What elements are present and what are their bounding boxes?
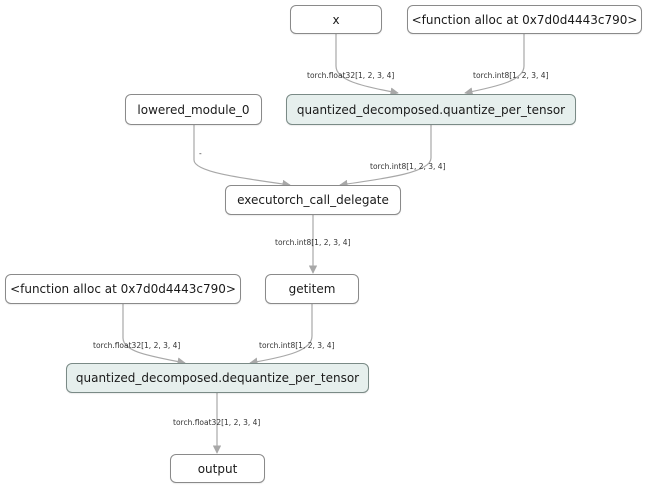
edge-alloc-to-quantize — [464, 34, 525, 96]
edge-quantize-to-delegate — [339, 125, 432, 189]
node-x[interactable]: x — [290, 5, 382, 34]
node-alloc-top[interactable]: <function alloc at 0x7d0d4443c790> — [407, 5, 642, 34]
node-lowered-module[interactable]: lowered_module_0 — [125, 94, 262, 125]
node-alloc-bottom[interactable]: <function alloc at 0x7d0d4443c790> — [5, 274, 241, 304]
edge-label-dequantize-to-output: torch.float32[1, 2, 3, 4] — [173, 418, 261, 427]
edge-x-to-quantize — [335, 34, 399, 96]
node-output-label: output — [197, 461, 238, 476]
node-x-label: x — [332, 12, 340, 27]
edge-alloc-to-dequantize — [122, 304, 186, 366]
node-alloc-top-label: <function alloc at 0x7d0d4443c790> — [411, 12, 638, 27]
edge-lowered-to-delegate — [193, 125, 291, 189]
edge-label-x-to-quantize: torch.float32[1, 2, 3, 4] — [307, 71, 395, 80]
node-getitem[interactable]: getitem — [265, 274, 359, 304]
node-alloc-bottom-label: <function alloc at 0x7d0d4443c790> — [10, 282, 236, 296]
node-executorch-call-delegate[interactable]: executorch_call_delegate — [225, 185, 401, 215]
node-output[interactable]: output — [170, 454, 265, 483]
edge-label-delegate-to-getitem: torch.int8[1, 2, 3, 4] — [275, 238, 351, 247]
edge-label-lowered-to-delegate: - — [199, 149, 202, 158]
node-dequantize-per-tensor[interactable]: quantized_decomposed.dequantize_per_tens… — [66, 363, 369, 393]
node-dequantize-label: quantized_decomposed.dequantize_per_tens… — [75, 371, 360, 385]
node-quantize-label: quantized_decomposed.quantize_per_tensor — [296, 102, 566, 117]
edge-label-alloc-bottom-to-dequantize: torch.float32[1, 2, 3, 4] — [93, 341, 181, 350]
edge-label-alloc-top-to-quantize: torch.int8[1, 2, 3, 4] — [473, 71, 549, 80]
edge-getitem-to-dequantize — [249, 304, 313, 366]
node-getitem-label: getitem — [288, 282, 336, 296]
node-lowered-module-label: lowered_module_0 — [137, 102, 250, 117]
node-quantize-per-tensor[interactable]: quantized_decomposed.quantize_per_tensor — [286, 94, 576, 125]
node-call-delegate-label: executorch_call_delegate — [237, 193, 389, 207]
edge-label-getitem-to-dequantize: torch.int8[1, 2, 3, 4] — [259, 341, 335, 350]
edge-label-quantize-to-delegate: torch.int8[1, 2, 3, 4] — [370, 162, 446, 171]
